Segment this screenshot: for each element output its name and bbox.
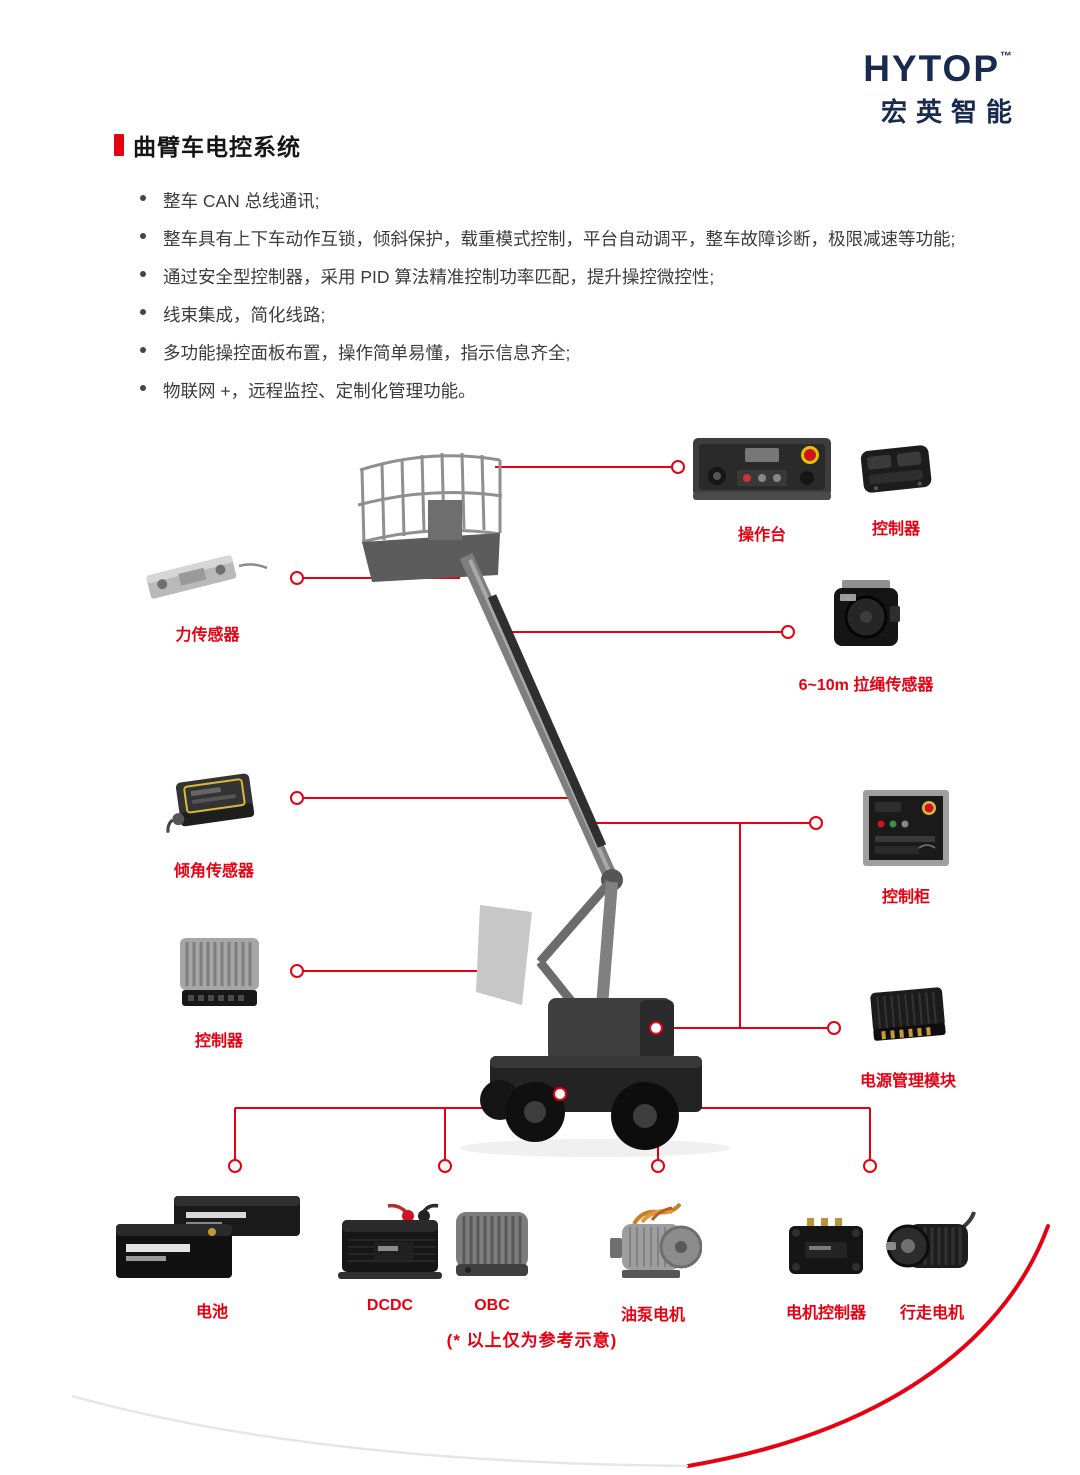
pump-motor-label: 油泵电机	[620, 1307, 685, 1324]
callout-node	[649, 1021, 663, 1035]
callout-node	[290, 964, 304, 978]
component-power-module: 电源管理模块	[840, 976, 976, 1091]
component-pump-motor: 油泵电机	[604, 1200, 703, 1325]
trademark-symbol: ™	[1000, 49, 1012, 63]
feature-item: 多功能操控面板布置，操作简单易懂，指示信息齐全;	[138, 340, 1068, 365]
callout-node	[553, 1087, 567, 1101]
callout-node	[863, 1159, 877, 1173]
boom-lift-illustration	[357, 452, 730, 1157]
component-battery: 电池	[112, 1190, 312, 1322]
force-sensor-image	[135, 530, 280, 613]
callout-nodes	[228, 460, 877, 1173]
callout-lines	[234, 466, 871, 1160]
feature-item: 物联网 +，远程监控、定制化管理功能。	[138, 378, 1068, 403]
motor-controller-label: 电机控制器	[785, 1305, 866, 1322]
battery-image	[112, 1190, 312, 1290]
travel-motor-label: 行走电机	[899, 1305, 964, 1322]
component-controller-top: 控制器	[851, 434, 941, 539]
motor-controller-image	[781, 1212, 871, 1291]
reference-note: (* 以上仅为参考示意)	[446, 1331, 618, 1350]
callout-node	[438, 1159, 452, 1173]
component-tilt-sensor: 倾角传感器	[160, 756, 268, 881]
section-title: 曲臂车电控系统	[114, 128, 301, 162]
component-dcdc: DCDC	[336, 1200, 444, 1315]
rope-sensor-label: 6~10m 拉绳传感器	[798, 677, 934, 694]
brand-logo: HYTOP™ 宏英智能	[863, 50, 1012, 129]
rope-sensor-image	[820, 576, 912, 663]
component-control-cabinet: 控制柜	[858, 786, 954, 907]
brand-name: HYTOP	[863, 48, 1000, 89]
title-accent-bar	[114, 134, 124, 156]
ecu-image	[172, 930, 267, 1019]
callout-node	[228, 1159, 242, 1173]
feature-item: 通过安全型控制器，采用 PID 算法精准控制功率匹配，提升操控微控性;	[138, 264, 1068, 289]
callout-node	[651, 1159, 665, 1173]
pump-motor-image	[604, 1200, 703, 1293]
controller-top-label: 控制器	[871, 521, 920, 538]
obc-label: OBC	[474, 1297, 510, 1314]
feature-item: 线束集成，简化线路;	[138, 302, 1068, 327]
component-travel-motor: 行走电机	[884, 1206, 980, 1323]
control-cabinet-image	[859, 786, 953, 875]
control-cabinet-label: 控制柜	[881, 889, 930, 906]
controller-left-label: 控制器	[194, 1033, 243, 1050]
battery-label: 电池	[195, 1304, 228, 1321]
feature-item: 整车具有上下车动作互锁，倾斜保护，载重模式控制，平台自动调平，整车故障诊断，极限…	[138, 226, 1068, 251]
callout-node	[290, 791, 304, 805]
force-sensor-label: 力传感器	[175, 627, 240, 644]
feature-item: 整车 CAN 总线通讯;	[138, 188, 1068, 213]
component-obc: OBC	[448, 1204, 536, 1315]
brand-wordmark: HYTOP™	[863, 50, 1012, 87]
component-force-sensor: 力传感器	[135, 530, 280, 645]
callout-node	[781, 625, 795, 639]
callout-node	[290, 571, 304, 585]
controller-image	[854, 434, 938, 507]
page-title: 曲臂车电控系统	[133, 134, 301, 160]
dcdc-label: DCDC	[366, 1297, 414, 1314]
feature-list: 整车 CAN 总线通讯; 整车具有上下车动作互锁，倾斜保护，载重模式控制，平台自…	[138, 188, 1068, 416]
component-controller-left: 控制器	[170, 930, 268, 1051]
component-rope-sensor: 6~10m 拉绳传感器	[796, 576, 936, 695]
gray-swoosh	[71, 1394, 689, 1468]
callout-node	[827, 1021, 841, 1035]
tilt-sensor-label: 倾角传感器	[173, 863, 254, 880]
callout-node	[809, 816, 823, 830]
obc-image	[448, 1204, 536, 1289]
component-motor-controller: 电机控制器	[770, 1212, 882, 1323]
tilt-sensor-image	[162, 756, 267, 849]
component-console: 操作台	[682, 428, 842, 545]
dcdc-image	[336, 1200, 444, 1289]
console-image	[687, 428, 837, 513]
power-module-label: 电源管理模块	[859, 1073, 956, 1090]
console-label: 操作台	[737, 527, 786, 544]
brand-subtitle: 宏英智能	[880, 97, 1021, 127]
travel-motor-image	[884, 1206, 980, 1291]
power-module-image	[862, 976, 954, 1059]
